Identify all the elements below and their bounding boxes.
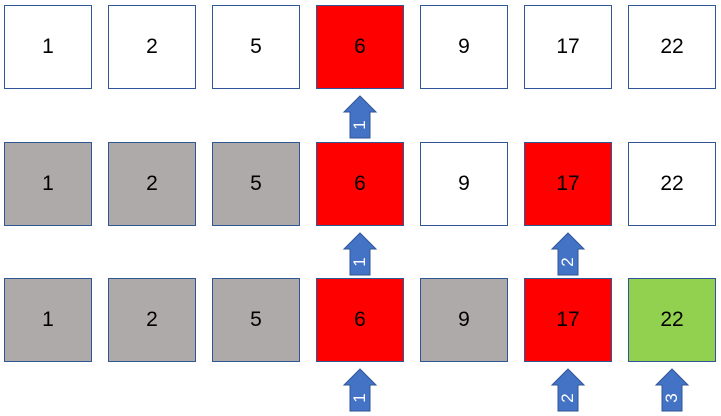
array-cell: 17 — [524, 142, 612, 226]
up-arrow-icon — [550, 368, 586, 412]
array-cell: 2 — [108, 142, 196, 226]
pointer-label: 2 — [558, 393, 577, 403]
array-cell: 6 — [316, 278, 404, 362]
pointer-arrow: 1 — [342, 368, 378, 412]
array-cell: 2 — [108, 5, 196, 89]
array-cell: 1 — [4, 142, 92, 226]
array-cell: 2 — [108, 278, 196, 362]
up-arrow-icon — [550, 232, 586, 276]
pointer-label: 1 — [350, 393, 369, 403]
array-cell: 9 — [420, 5, 508, 89]
array-cell: 5 — [212, 142, 300, 226]
array-cell: 17 — [524, 5, 612, 89]
array-cell: 22 — [628, 278, 716, 362]
array-cell: 5 — [212, 5, 300, 89]
pointer-arrow: 1 — [342, 95, 378, 139]
pointer-arrow: 2 — [550, 232, 586, 276]
pointer-arrow: 3 — [654, 368, 690, 412]
array-cell: 6 — [316, 142, 404, 226]
array-cell: 5 — [212, 278, 300, 362]
array-cell: 6 — [316, 5, 404, 89]
pointer-arrow: 2 — [550, 368, 586, 412]
array-cell: 1 — [4, 5, 92, 89]
up-arrow-icon — [342, 95, 378, 139]
up-arrow-icon — [342, 368, 378, 412]
pointer-label: 2 — [558, 257, 577, 267]
pointer-label: 1 — [350, 120, 369, 130]
pointer-arrow: 1 — [342, 232, 378, 276]
pointer-label: 1 — [350, 257, 369, 267]
array-cell: 17 — [524, 278, 612, 362]
array-cell: 22 — [628, 142, 716, 226]
array-cell: 9 — [420, 142, 508, 226]
array-cell: 22 — [628, 5, 716, 89]
array-cell: 9 — [420, 278, 508, 362]
pointer-label: 3 — [662, 393, 681, 403]
array-cell: 1 — [4, 278, 92, 362]
up-arrow-icon — [342, 232, 378, 276]
up-arrow-icon — [654, 368, 690, 412]
